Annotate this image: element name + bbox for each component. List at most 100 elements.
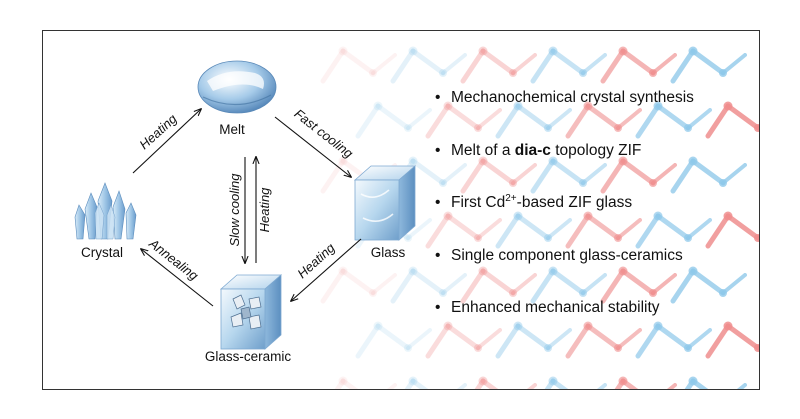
lattice-bond [425,323,451,359]
lattice-atom [583,211,593,221]
lattice-atom [478,376,488,386]
lattice-bond [386,383,397,389]
lattice-bond [690,158,726,186]
lattice-bond [686,218,712,240]
lattice-bond [614,378,626,389]
lattice-bond [474,378,486,389]
lattice-atom [474,234,482,242]
lattice-atom [684,234,692,242]
lattice-bond [585,103,621,131]
lattice-bond [581,163,607,185]
lattice-bond [655,323,691,351]
feature-item: •Enhanced mechanical stability [435,299,660,316]
lattice-atom [478,266,488,276]
lattice-bond [651,53,677,75]
lattice-atom [754,124,759,132]
lattice-atom [579,289,587,297]
lattice-bond [476,108,502,130]
lattice-atom [723,211,733,221]
lattice-bond [390,48,416,84]
lattice-atom [649,69,657,77]
lattice-atom [688,266,698,276]
lattice-atom [614,234,622,242]
lattice-atom [474,344,482,352]
label-glass-to-glass-ceramic: Heating [294,240,338,282]
lattice-bond [410,158,446,186]
lattice-background [320,46,759,389]
lattice-bond [565,323,591,359]
lattice-atom [439,69,447,77]
lattice-atom [338,376,348,386]
label-melt-to-glass: Fast cooling [292,106,357,161]
lattice-bond [655,103,691,131]
lattice-bond [736,383,747,389]
feature-list: •Mechanochemical crystal synthesis •Melt… [435,88,694,351]
lattice-bond [546,328,572,350]
lattice-atom [719,69,727,77]
lattice-bond [340,48,376,76]
lattice-bond [581,53,607,75]
lattice-bond [620,268,656,296]
lattice-atom [583,321,593,331]
lattice-bond [425,213,451,249]
lattice-atom [653,211,663,221]
lattice-bond [530,268,556,304]
feature-item: •Melt of a dia-c topology ZIF [435,141,642,159]
lattice-bond [511,53,537,75]
lattice-atom [688,156,698,166]
lattice-bond [390,268,416,304]
lattice-bond [320,268,346,304]
lattice-bond [375,323,411,351]
lattice-bond [684,378,696,389]
lattice-bond [550,378,569,389]
lattice-bond [686,328,712,350]
lattice-atom [548,46,558,56]
lattice-bond [651,273,677,295]
lattice-bond [705,323,731,359]
lattice-structure [320,46,759,389]
label-glass-ceramic-to-melt: Heating [257,187,272,233]
lattice-bond [425,103,451,139]
lattice-bond [480,158,516,186]
lattice-bond [334,378,346,389]
lattice-bond [550,268,586,296]
lattice-bond [371,53,397,75]
lattice-bond [565,213,591,249]
label-glass: Glass [371,245,406,260]
lattice-atom [618,266,628,276]
lattice-bond [526,383,537,389]
lattice-bond [721,53,747,75]
lattice-bond [546,218,572,240]
lattice-bond [585,323,621,351]
lattice-atom [369,289,377,297]
melt-droplet-icon [197,60,277,114]
lattice-bond [515,323,551,351]
label-crystal-to-melt: Heating [136,111,180,153]
lattice-atom [618,156,628,166]
lattice-atom [373,101,383,111]
lattice-atom [579,69,587,77]
lattice-bond [705,213,731,249]
lattice-atom [439,179,447,187]
lattice-bond [616,218,642,240]
lattice-bond [600,158,626,194]
lattice-bond [651,163,677,185]
lattice-bond [480,268,516,296]
lattice-atom [404,344,412,352]
lattice-atom [404,124,412,132]
feature-item: •First Cd2+-based ZIF glass [435,193,633,212]
arrow-glass-to-glass-ceramic [291,238,362,301]
lattice-bond [635,213,661,249]
lattice-bond [725,103,759,131]
lattice-atom [338,266,348,276]
lattice-bond [410,48,446,76]
lattice-bond [480,48,516,76]
lattice-atom [653,101,663,111]
lattice-atom [513,211,523,221]
lattice-atom [614,344,622,352]
lattice-atom [408,376,418,386]
lattice-bond [690,48,726,76]
lattice-atom [478,46,488,56]
lattice-bond [456,383,467,389]
lattice-bond [441,273,467,295]
